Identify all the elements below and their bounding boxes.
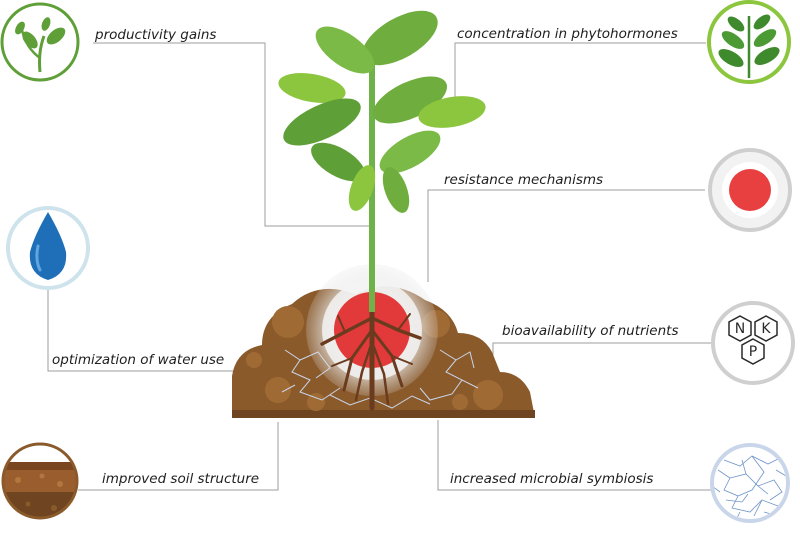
npk-letter-p: P [749, 344, 757, 360]
leader-microbial [437, 420, 712, 491]
water-drop-icon [6, 206, 90, 290]
leader-lines [47, 42, 716, 491]
leader-nutrients [492, 342, 716, 372]
label-resistance-mechanisms: resistance mechanisms [444, 172, 604, 188]
plant [278, 10, 486, 312]
leaf [418, 96, 486, 128]
label-phytohormones: concentration in phytohormones [457, 26, 678, 42]
leaf [283, 98, 361, 146]
leader-phytohormones [454, 42, 706, 100]
npk-letter-n: N [735, 321, 745, 337]
leaf [382, 167, 410, 213]
npk-letter-k: K [761, 321, 771, 337]
leader-water [47, 268, 270, 372]
leaf [362, 10, 438, 66]
npk-icon [711, 301, 795, 385]
leaf [315, 26, 375, 74]
plant-roots [320, 297, 422, 411]
leader-resistance [427, 189, 705, 282]
leaf [372, 76, 448, 124]
leaf [311, 142, 365, 182]
leaf [278, 73, 346, 103]
label-nutrients: bioavailability of nutrients [502, 323, 679, 339]
leaves-icon [707, 0, 791, 84]
leaf [348, 165, 376, 211]
label-water-use: optimization of water use [52, 352, 225, 368]
leaf [379, 130, 441, 174]
red-dot-icon [708, 148, 792, 232]
leader-soil [78, 422, 279, 491]
soil-icon [1, 442, 79, 520]
label-productivity-gains: productivity gains [95, 27, 217, 43]
label-microbial-symbiosis: increased microbial symbiosis [450, 471, 654, 487]
leader-productivity [93, 42, 372, 227]
microbe-network-icon [710, 443, 790, 523]
sprout-icon [0, 2, 80, 82]
label-soil-structure: improved soil structure [102, 471, 260, 487]
